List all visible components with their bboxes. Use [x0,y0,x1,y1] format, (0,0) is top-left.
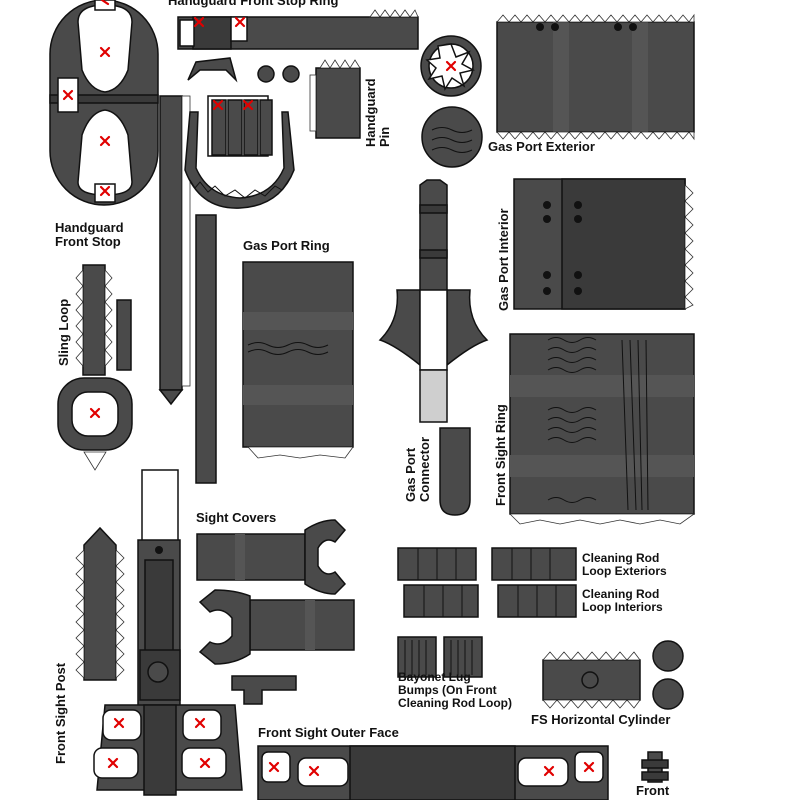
handguard-strip [195,214,217,484]
pin-circle [282,65,300,83]
handguard-front-stop-ring-part [177,9,419,83]
handguard-clip-part [184,95,295,209]
label-fs-horizontal-cylinder: FS Horizontal Cylinder [531,712,671,727]
handguard-pin-part [309,59,361,139]
label-front: Front [636,783,670,798]
handguard-front-stop-part [49,0,159,206]
pin-circle [257,65,275,83]
label-front-sight-ring: Front Sight Ring [493,404,508,506]
label-gas-port-ring: Gas Port Ring [243,238,330,253]
label-gas-port-interior: Gas Port Interior [496,208,511,311]
label-front-sight-outer-face: Front Sight Outer Face [258,725,399,740]
cut-marks [62,0,595,777]
fs-horizontal-cylinder-part [542,640,684,710]
sight-covers-part [196,519,355,705]
label-front-sight-post: Front Sight Post [53,662,68,764]
front-sight-post-part [75,469,243,796]
label-bayonet-lug-bumps: Bayonet Lug Bumps (On Front Cleaning Rod… [398,670,512,710]
front-sight-ring-part [509,333,696,525]
label-sling-loop: Sling Loop [56,298,71,366]
handguard-strip [159,95,183,391]
label-gas-port-connector: Gas Port Connector [403,437,432,502]
label-gas-port-exterior: Gas Port Exterior [488,139,595,154]
front-part [641,751,669,783]
label-handguard-front-stop: Handguard Front Stop [55,220,124,249]
label-handguard-front-stop-ring: Handguard Front Stop Ring [168,0,339,8]
sling-loop-part [57,264,133,471]
label-sight-covers: Sight Covers [196,510,277,525]
gas-port-ring-part [242,261,354,459]
gas-port-exterior-part [420,13,695,168]
gas-port-connector-part [378,179,489,516]
label-cleaning-rod-loop-interiors: Cleaning Rod Loop Interiors [582,587,663,614]
label-cleaning-rod-loop-exteriors: Cleaning Rod Loop Exteriors [582,551,667,578]
label-handguard-pin: Handguard Pin [363,78,392,147]
gas-port-interior-part [513,178,694,310]
cleaning-rod-loops-part [397,547,577,678]
